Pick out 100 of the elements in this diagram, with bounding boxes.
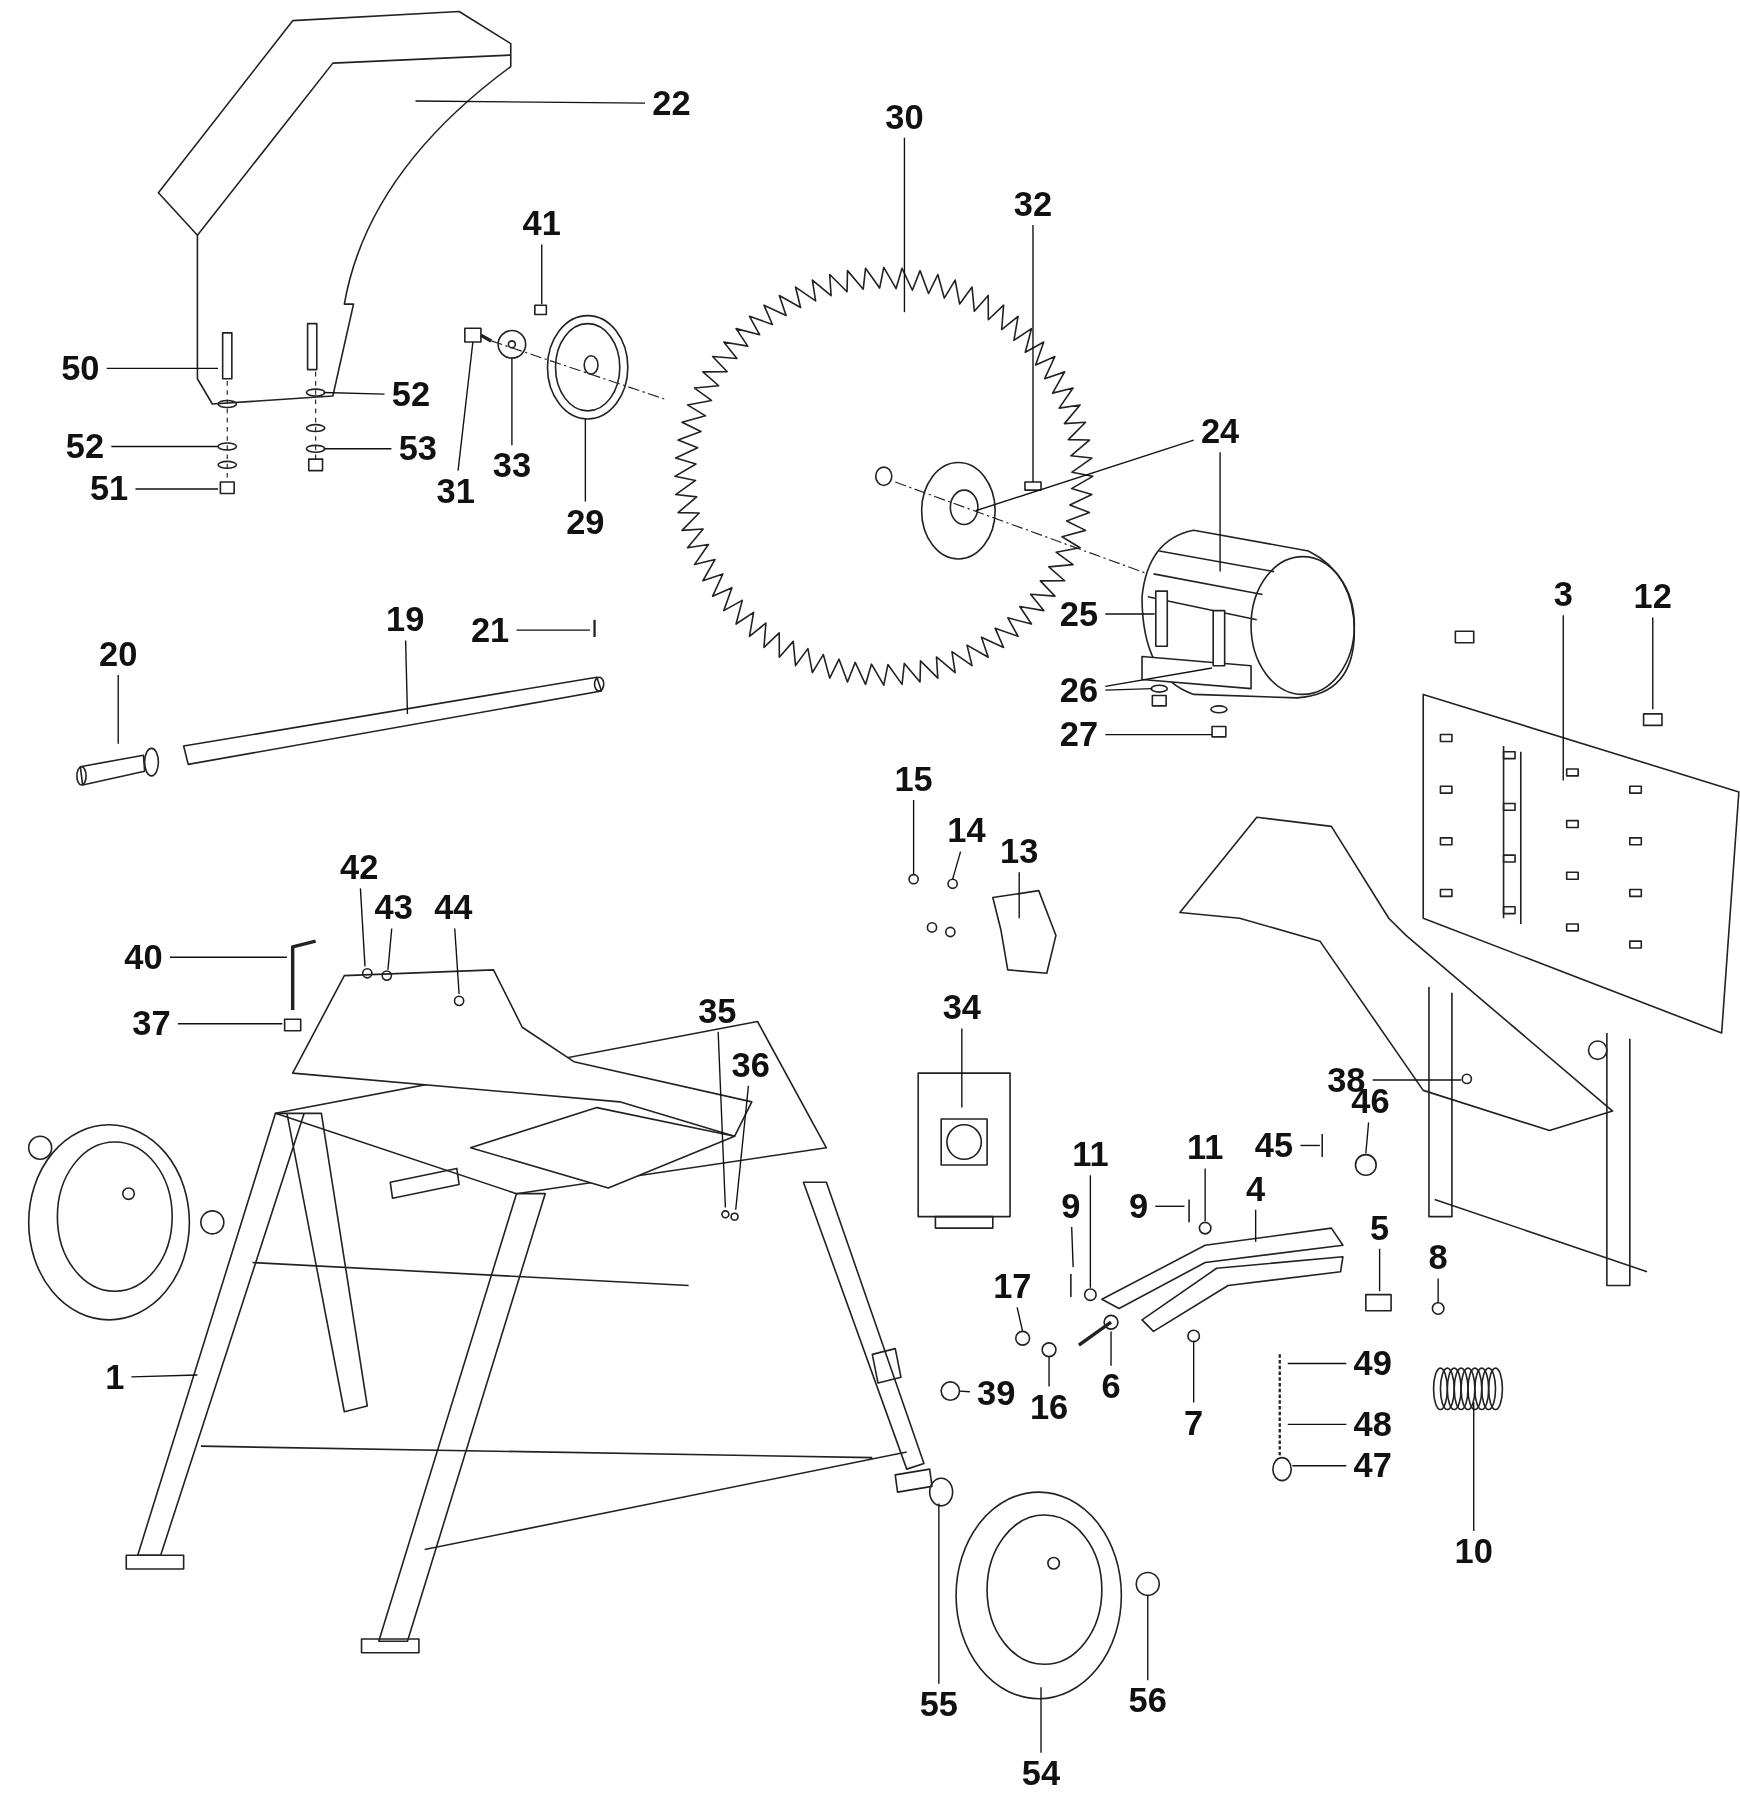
- leader-line: [404, 639, 409, 715]
- leader-line: [1287, 1362, 1347, 1365]
- leader-line: [130, 1374, 199, 1378]
- leader-line: [1032, 224, 1034, 483]
- leader-line: [106, 367, 219, 370]
- callout-number: 5: [1366, 1210, 1393, 1246]
- callout-number: 32: [1010, 187, 1056, 222]
- callout-number: 9: [1057, 1189, 1085, 1224]
- leader-line: [1147, 1594, 1149, 1681]
- callout-number: 37: [128, 1006, 175, 1041]
- callout-number: 31: [432, 474, 479, 509]
- leader-line: [359, 887, 366, 968]
- callout-number: 1: [101, 1360, 128, 1395]
- leader-line: [387, 927, 393, 971]
- callout-number: 54: [1018, 1756, 1064, 1791]
- leader-line: [454, 927, 460, 995]
- callout-number: 33: [488, 448, 535, 484]
- leader-line: [110, 445, 219, 448]
- leader-line: [1070, 1226, 1074, 1268]
- callout-number: 10: [1450, 1534, 1497, 1569]
- callout-number: 34: [938, 990, 985, 1025]
- leader-line: [717, 1031, 727, 1209]
- callout-number: 44: [430, 890, 477, 926]
- callout-number: 11: [1182, 1130, 1229, 1165]
- callout-number: 19: [382, 602, 429, 637]
- leader-line: [1040, 1686, 1042, 1754]
- leader-line: [1562, 614, 1564, 782]
- leader-line: [1089, 1174, 1092, 1289]
- callout-number: 52: [387, 377, 434, 413]
- callout-number: 16: [1026, 1389, 1072, 1425]
- callout-number: 14: [943, 813, 990, 849]
- leader-line: [1110, 1330, 1112, 1367]
- callout-number: 22: [648, 86, 695, 121]
- leader-line: [1204, 1167, 1206, 1222]
- leader-line: [1365, 1121, 1370, 1155]
- callout-number: 45: [1251, 1128, 1297, 1163]
- leader-line: [1104, 687, 1154, 691]
- callout-number: 50: [57, 351, 104, 386]
- callout-number: 3: [1550, 577, 1577, 612]
- callout-number: 13: [996, 834, 1043, 869]
- callout-number: 9: [1125, 1189, 1152, 1224]
- leader-line: [414, 100, 646, 104]
- callout-number: 12: [1629, 579, 1676, 615]
- leader-line: [323, 448, 393, 450]
- callout-number: 17: [989, 1269, 1036, 1304]
- leader-line: [1652, 616, 1654, 710]
- callout-number: 24: [1197, 414, 1243, 449]
- callout-number: 35: [694, 993, 741, 1029]
- callout-number: 4: [1242, 1171, 1269, 1207]
- leader-line: [1378, 1248, 1381, 1292]
- leader-line: [134, 488, 219, 490]
- leader-line: [974, 439, 1195, 512]
- callout-number: 56: [1124, 1683, 1171, 1719]
- callout-number: 51: [86, 471, 132, 507]
- callout-number: 15: [890, 762, 937, 797]
- callout-number: 25: [1055, 596, 1102, 632]
- leader-line: [1372, 1079, 1462, 1081]
- callout-number: 42: [336, 850, 383, 885]
- leader-line: [169, 956, 288, 958]
- callout-number: 53: [394, 431, 441, 466]
- leader-line: [1018, 871, 1020, 919]
- leader-line: [177, 1023, 284, 1025]
- leader-line: [515, 629, 591, 631]
- callout-number: 43: [370, 890, 417, 926]
- leader-line: [735, 1085, 750, 1211]
- callout-number: 40: [120, 940, 167, 975]
- leader-line: [323, 391, 386, 395]
- leader-line: [1299, 1144, 1321, 1147]
- leader-line: [1154, 1205, 1186, 1207]
- callout-number: 36: [727, 1047, 774, 1083]
- leader-line: [1291, 1465, 1347, 1467]
- leader-line: [1104, 667, 1213, 688]
- callout-number: 6: [1097, 1369, 1125, 1404]
- leader-line: [1287, 1423, 1347, 1426]
- callout-number: 26: [1055, 673, 1102, 709]
- callout-number: 55: [915, 1687, 962, 1722]
- callout-number: 11: [1067, 1137, 1114, 1172]
- callout-number: 7: [1180, 1406, 1207, 1441]
- leader-line: [584, 418, 587, 503]
- leader-line: [1219, 451, 1221, 573]
- leader-line: [958, 1390, 971, 1393]
- leader-line: [1048, 1355, 1050, 1388]
- leader-line: [938, 1502, 940, 1685]
- leader-line: [1104, 733, 1213, 736]
- leader-line: [1437, 1277, 1439, 1304]
- leader-line: [912, 799, 915, 876]
- leader-line: [903, 137, 906, 313]
- leader-line: [511, 357, 513, 446]
- callout-number: 39: [973, 1376, 1020, 1411]
- leader-line: [1016, 1306, 1024, 1333]
- callout-number: 49: [1349, 1346, 1396, 1381]
- callout-number: 41: [518, 206, 565, 242]
- callout-number: 20: [95, 637, 142, 672]
- leader-line: [1473, 1401, 1475, 1532]
- callout-number: 27: [1055, 717, 1102, 752]
- leader-line: [1254, 1209, 1257, 1243]
- leader-line: [457, 341, 474, 472]
- leader-line: [1104, 613, 1156, 615]
- leader-line: [117, 674, 119, 745]
- leader-line: [541, 243, 543, 305]
